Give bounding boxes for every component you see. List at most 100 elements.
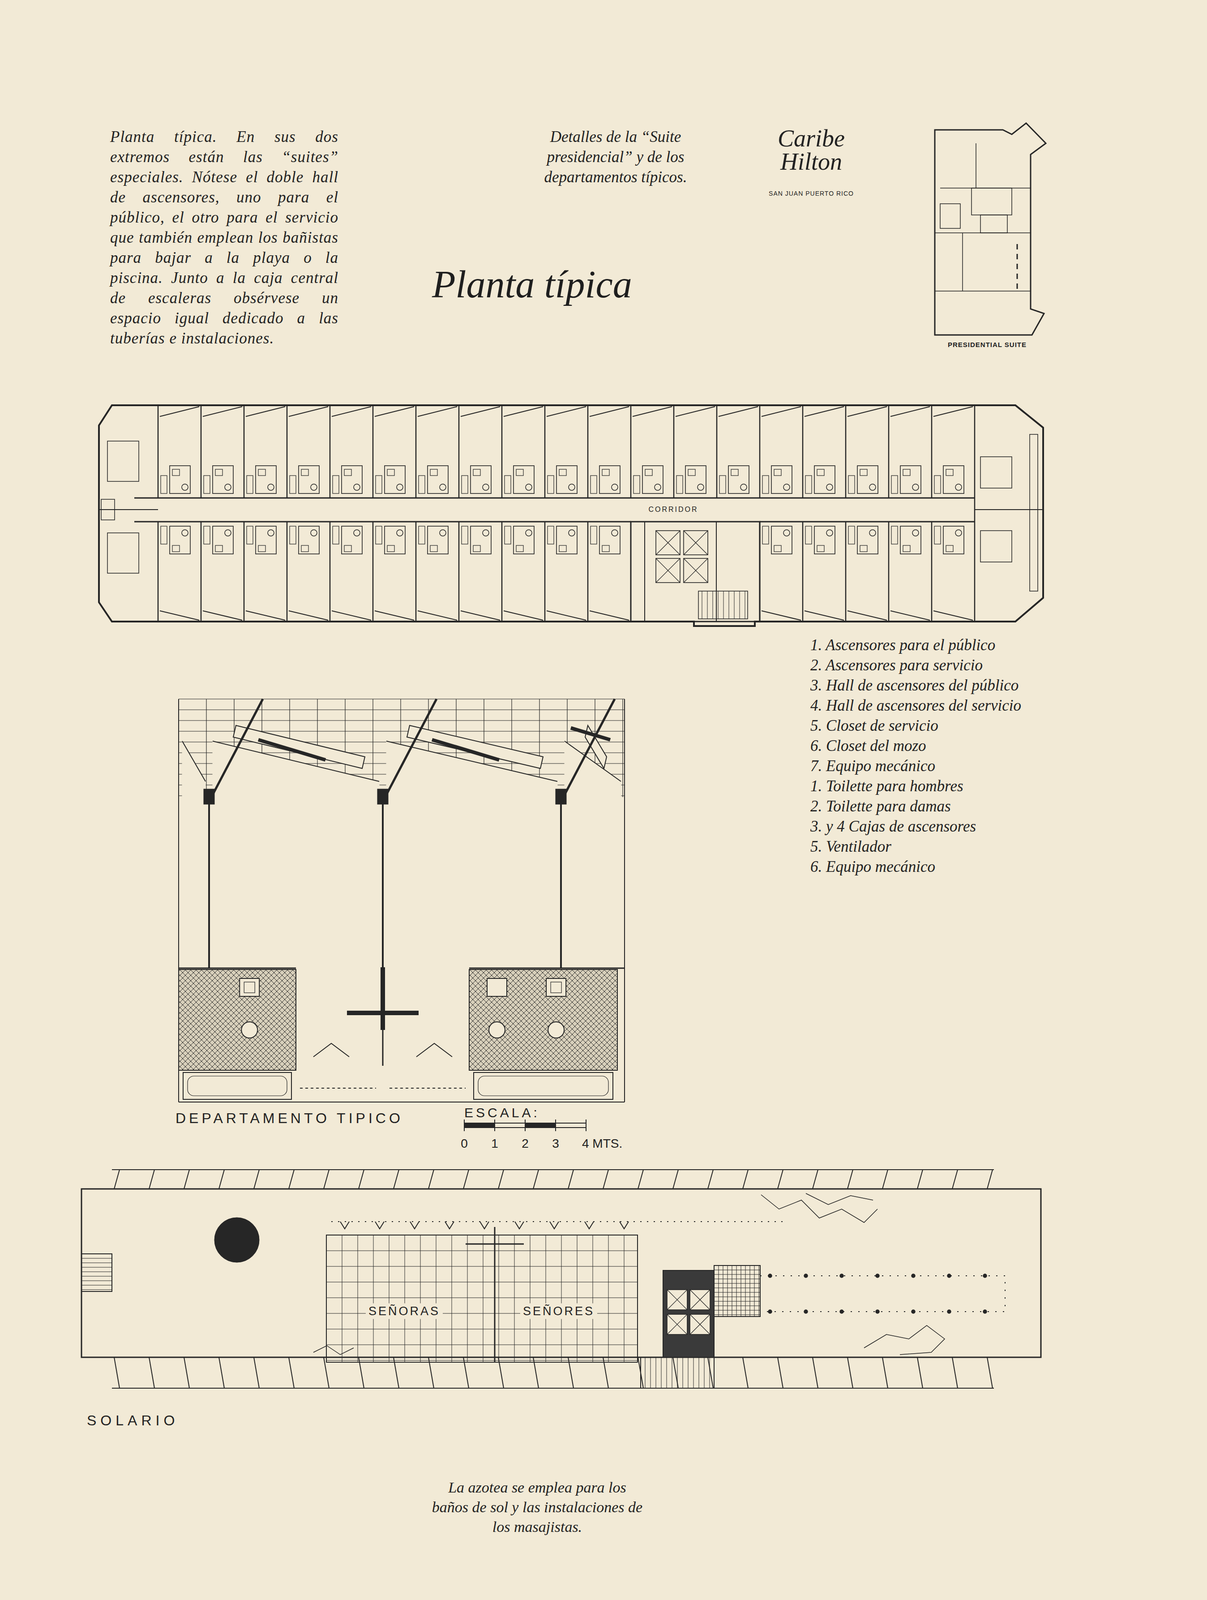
typical-floor-plan: [589, 610, 630, 621]
typical-floor-plan: [589, 406, 630, 417]
typical-room-plan: [550, 981, 562, 993]
solarium-plan: [514, 1234, 515, 1362]
typical-floor-plan: [642, 465, 664, 494]
typical-room-plan: [488, 1021, 506, 1038]
typical-floor-plan: [181, 483, 189, 491]
typical-floor-plan: [718, 590, 719, 619]
typical-room-plan: [178, 698, 625, 1102]
solarium-plan: [326, 1360, 638, 1361]
typical-floor-plan: [931, 521, 933, 622]
solarium-plan: [451, 1234, 453, 1362]
typical-floor-plan: [243, 405, 245, 498]
typical-floor-plan: [644, 521, 646, 622]
typical-floor-plan: [912, 529, 919, 536]
typical-floor-plan: [301, 545, 309, 552]
typical-room-plan: [178, 967, 296, 969]
solarium-plan: [81, 1284, 112, 1285]
typical-floor-plan: [602, 469, 610, 476]
solarium-plan: [707, 1169, 714, 1189]
presidential-suite-plan: [1016, 263, 1019, 270]
solarium-plan: [777, 1169, 784, 1189]
typical-floor-plan: [568, 529, 575, 536]
typical-floor-plan: [503, 406, 544, 417]
typical-floor-plan: [267, 529, 274, 536]
solarium-plan: [624, 1234, 625, 1362]
typical-floor-plan: [387, 545, 395, 552]
solarium-plan: [530, 1234, 531, 1362]
typical-floor-plan: [903, 469, 911, 476]
solarium-plan: [727, 1265, 728, 1317]
typical-floor-plan: [630, 405, 632, 498]
solarium-plan: [714, 1301, 761, 1302]
typical-floor-plan: [783, 529, 790, 536]
presidential-suite-plan: [934, 232, 1031, 234]
solarium-plan: [645, 1356, 646, 1388]
solarium-plan: [714, 1283, 761, 1284]
typical-floor-plan: [375, 526, 382, 544]
typical-floor-plan: [289, 475, 296, 494]
solarium-plan: [875, 1309, 880, 1314]
typical-floor-plan: [200, 521, 202, 622]
typical-floor-plan: [718, 406, 758, 417]
scale-bar: [494, 1122, 526, 1128]
solarium-plan: SOLARIOSEÑORASSEÑORES: [81, 1168, 1041, 1388]
typical-floor-plan: [430, 469, 438, 476]
typical-room-plan: [382, 1029, 384, 1066]
typical-floor-plan: [215, 545, 223, 552]
typical-floor-plan: [934, 526, 941, 544]
solarium-plan: [947, 1273, 951, 1278]
solarium-plan: [533, 1169, 539, 1189]
typical-floor-plan: [387, 469, 395, 476]
solarium-plan: [667, 1314, 688, 1335]
typical-floor-plan: [525, 483, 532, 491]
typical-floor-plan: [974, 509, 1044, 510]
solarium-plan: [742, 1356, 749, 1388]
typical-floor-plan: [888, 405, 890, 498]
scale-bar: [463, 1119, 465, 1131]
zone-label: SEÑORAS: [365, 1303, 443, 1319]
typical-floor-plan: [759, 521, 975, 523]
solarium-plan: [184, 1169, 190, 1189]
typical-floor-plan: [802, 405, 804, 498]
solarium-plan: [81, 1275, 112, 1276]
typical-floor-plan: [771, 526, 792, 554]
typical-floor-plan: [286, 405, 288, 498]
legend-item: 3. Hall de ascensores del público: [810, 675, 1046, 696]
typical-floor-plan: [934, 475, 941, 494]
solarium-plan: [81, 1253, 112, 1292]
caption: La azotea se emplea para los baños de so…: [429, 1477, 645, 1537]
solarium-plan: [81, 1169, 1041, 1388]
solarium-plan: [114, 1169, 120, 1189]
solarium-plan: [253, 1356, 260, 1388]
typical-floor-plan: [900, 465, 921, 494]
typical-room-plan: [487, 978, 507, 997]
solarium-plan: [804, 1309, 808, 1314]
typical-floor-plan: [817, 469, 825, 476]
typical-floor-plan: [762, 526, 769, 544]
typical-floor-plan: [734, 590, 735, 619]
solarium-plan: [483, 1234, 484, 1362]
typical-room-plan: [178, 709, 625, 710]
typical-floor-plan: [504, 526, 511, 544]
presidential-suite-plan: [934, 123, 1046, 335]
typical-room-plan: [208, 801, 210, 968]
typical-floor-plan: [683, 558, 708, 583]
typical-floor-plan: [723, 590, 724, 619]
legend-item: 5. Ventilador: [810, 836, 1046, 857]
typical-floor-plan: [602, 545, 610, 552]
typical-floor-plan: [159, 610, 200, 621]
typical-room-plan: [416, 1043, 453, 1057]
typical-floor-plan: [802, 521, 804, 622]
typical-floor-plan: [344, 545, 352, 552]
typical-room-plan: [389, 1087, 466, 1089]
typical-room-plan: [473, 1072, 613, 1100]
presidential-suite-plan: [1016, 243, 1019, 250]
typical-floor-plan: [728, 465, 750, 494]
typical-floor-plan: [587, 521, 589, 622]
typical-floor-plan: [516, 545, 524, 552]
solarium-plan: [689, 1289, 711, 1310]
typical-floor-plan: [632, 406, 672, 417]
typical-floor-plan: [396, 529, 403, 536]
typical-floor-plan: [698, 590, 748, 619]
typical-floor-plan: [172, 469, 180, 476]
